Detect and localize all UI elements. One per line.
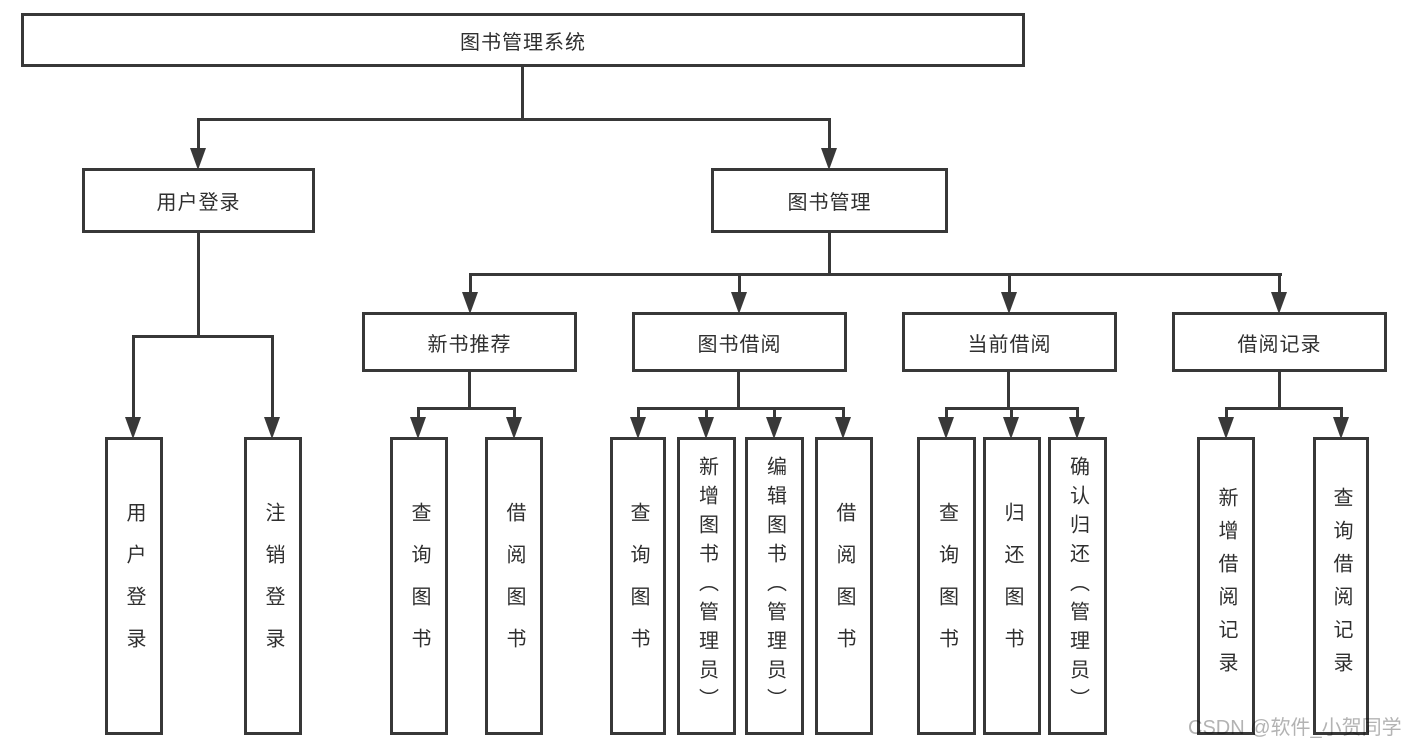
arrowhead-down-icon <box>698 417 714 439</box>
leaf-label: 编辑图书（管理员） <box>763 455 786 717</box>
arrowhead-down-icon <box>835 417 851 439</box>
node-borrow-record: 借阅记录 <box>1172 312 1387 372</box>
arrowhead-down-icon <box>630 417 646 439</box>
leaf-label: 注销登录 <box>262 502 284 670</box>
leaf-add-book-admin: 新增图书（管理员） <box>677 437 736 735</box>
connector-stem <box>132 335 135 419</box>
node-user-login: 用户登录 <box>82 168 315 233</box>
leaf-user-login: 用户登录 <box>105 437 163 735</box>
connector-stem <box>469 273 472 295</box>
connector-stem <box>1010 407 1013 421</box>
connector-stub <box>468 372 471 409</box>
arrowhead-down-icon <box>1333 417 1349 439</box>
connector-stem <box>773 407 776 421</box>
connector-stem <box>271 335 274 419</box>
connector-stem <box>1008 273 1011 295</box>
node-new-book-recommend: 新书推荐 <box>362 312 577 372</box>
connector-stem <box>1225 407 1228 421</box>
connector-stub <box>1007 372 1010 409</box>
connector-stem <box>197 118 200 150</box>
connector-stem <box>637 407 640 421</box>
node-label: 图书管理 <box>787 192 872 214</box>
connector-stem <box>513 407 516 421</box>
arrowhead-down-icon <box>731 292 747 314</box>
connector-level2-rail <box>197 118 831 121</box>
node-book-management: 图书管理 <box>711 168 948 233</box>
arrowhead-down-icon <box>264 417 280 439</box>
node-label: 图书借阅 <box>697 333 782 356</box>
node-current-borrow: 当前借阅 <box>902 312 1117 372</box>
leaf-return-book: 归还图书 <box>983 437 1041 735</box>
arrowhead-down-icon <box>1069 417 1085 439</box>
leaf-confirm-return-admin: 确认归还（管理员） <box>1048 437 1107 735</box>
node-library-system: 图书管理系统 <box>21 13 1025 67</box>
leaf-label: 查询图书 <box>408 502 430 670</box>
leaf-query-book-recommend: 查询图书 <box>390 437 448 735</box>
connector-root-stub <box>521 67 524 120</box>
arrowhead-down-icon <box>766 417 782 439</box>
arrowhead-down-icon <box>410 417 426 439</box>
leaf-label: 查询图书 <box>935 502 958 670</box>
leaf-logout: 注销登录 <box>244 437 302 735</box>
connector-stem <box>1340 407 1343 421</box>
leaf-label: 归还图书 <box>1001 502 1023 670</box>
leaf-label: 查询图书 <box>627 502 649 670</box>
leaf-borrow-book-recommend: 借阅图书 <box>485 437 543 735</box>
connector-level3-rail <box>469 273 1282 276</box>
node-label: 新书推荐 <box>427 333 512 356</box>
connector-stem <box>1076 407 1079 421</box>
connector-stub <box>1278 372 1281 409</box>
connector-user-login-rail <box>132 335 274 338</box>
leaf-label: 新增图书（管理员） <box>695 455 718 717</box>
arrowhead-down-icon <box>1001 292 1017 314</box>
arrowhead-down-icon <box>462 292 478 314</box>
arrowhead-down-icon <box>821 148 837 170</box>
leaf-label: 借阅图书 <box>833 502 855 670</box>
leaf-label: 确认归还（管理员） <box>1066 455 1089 717</box>
node-label: 图书管理系统 <box>460 31 586 54</box>
leaf-query-book-borrow: 查询图书 <box>610 437 666 735</box>
connector-stem <box>945 407 948 421</box>
csdn-watermark: CSDN @软件_小贺同学 <box>1188 717 1402 739</box>
leaf-label: 用户登录 <box>123 502 145 670</box>
arrowhead-down-icon <box>938 417 954 439</box>
connector-stem <box>842 407 845 421</box>
leaf-borrow-book: 借阅图书 <box>815 437 873 735</box>
leaf-edit-book-admin: 编辑图书（管理员） <box>745 437 804 735</box>
connector-stem <box>417 407 420 421</box>
connector-stem <box>705 407 708 421</box>
leaf-query-borrow-record: 查询借阅记录 <box>1313 437 1369 735</box>
connector-rail <box>637 407 845 410</box>
connector-rail <box>417 407 516 410</box>
node-label: 当前借阅 <box>967 333 1052 356</box>
leaf-query-book-current: 查询图书 <box>917 437 976 735</box>
connector-book-mgmt-stub <box>828 233 831 275</box>
connector-stem <box>738 273 741 295</box>
node-book-borrow: 图书借阅 <box>632 312 847 372</box>
connector-stub <box>737 372 740 409</box>
connector-rail <box>1225 407 1343 410</box>
connector-stem <box>828 118 831 150</box>
leaf-label: 查询借阅记录 <box>1330 487 1352 685</box>
node-label: 用户登录 <box>156 192 241 214</box>
arrowhead-down-icon <box>1003 417 1019 439</box>
arrowhead-down-icon <box>1218 417 1234 439</box>
arrowhead-down-icon <box>190 148 206 170</box>
arrowhead-down-icon <box>1271 292 1287 314</box>
connector-user-login-stub <box>197 233 200 338</box>
leaf-label: 新增借阅记录 <box>1215 487 1237 685</box>
arrowhead-down-icon <box>125 417 141 439</box>
leaf-label: 借阅图书 <box>503 502 525 670</box>
arrowhead-down-icon <box>506 417 522 439</box>
connector-stem <box>1278 273 1281 295</box>
node-label: 借阅记录 <box>1237 333 1322 356</box>
leaf-add-borrow-record: 新增借阅记录 <box>1197 437 1255 735</box>
